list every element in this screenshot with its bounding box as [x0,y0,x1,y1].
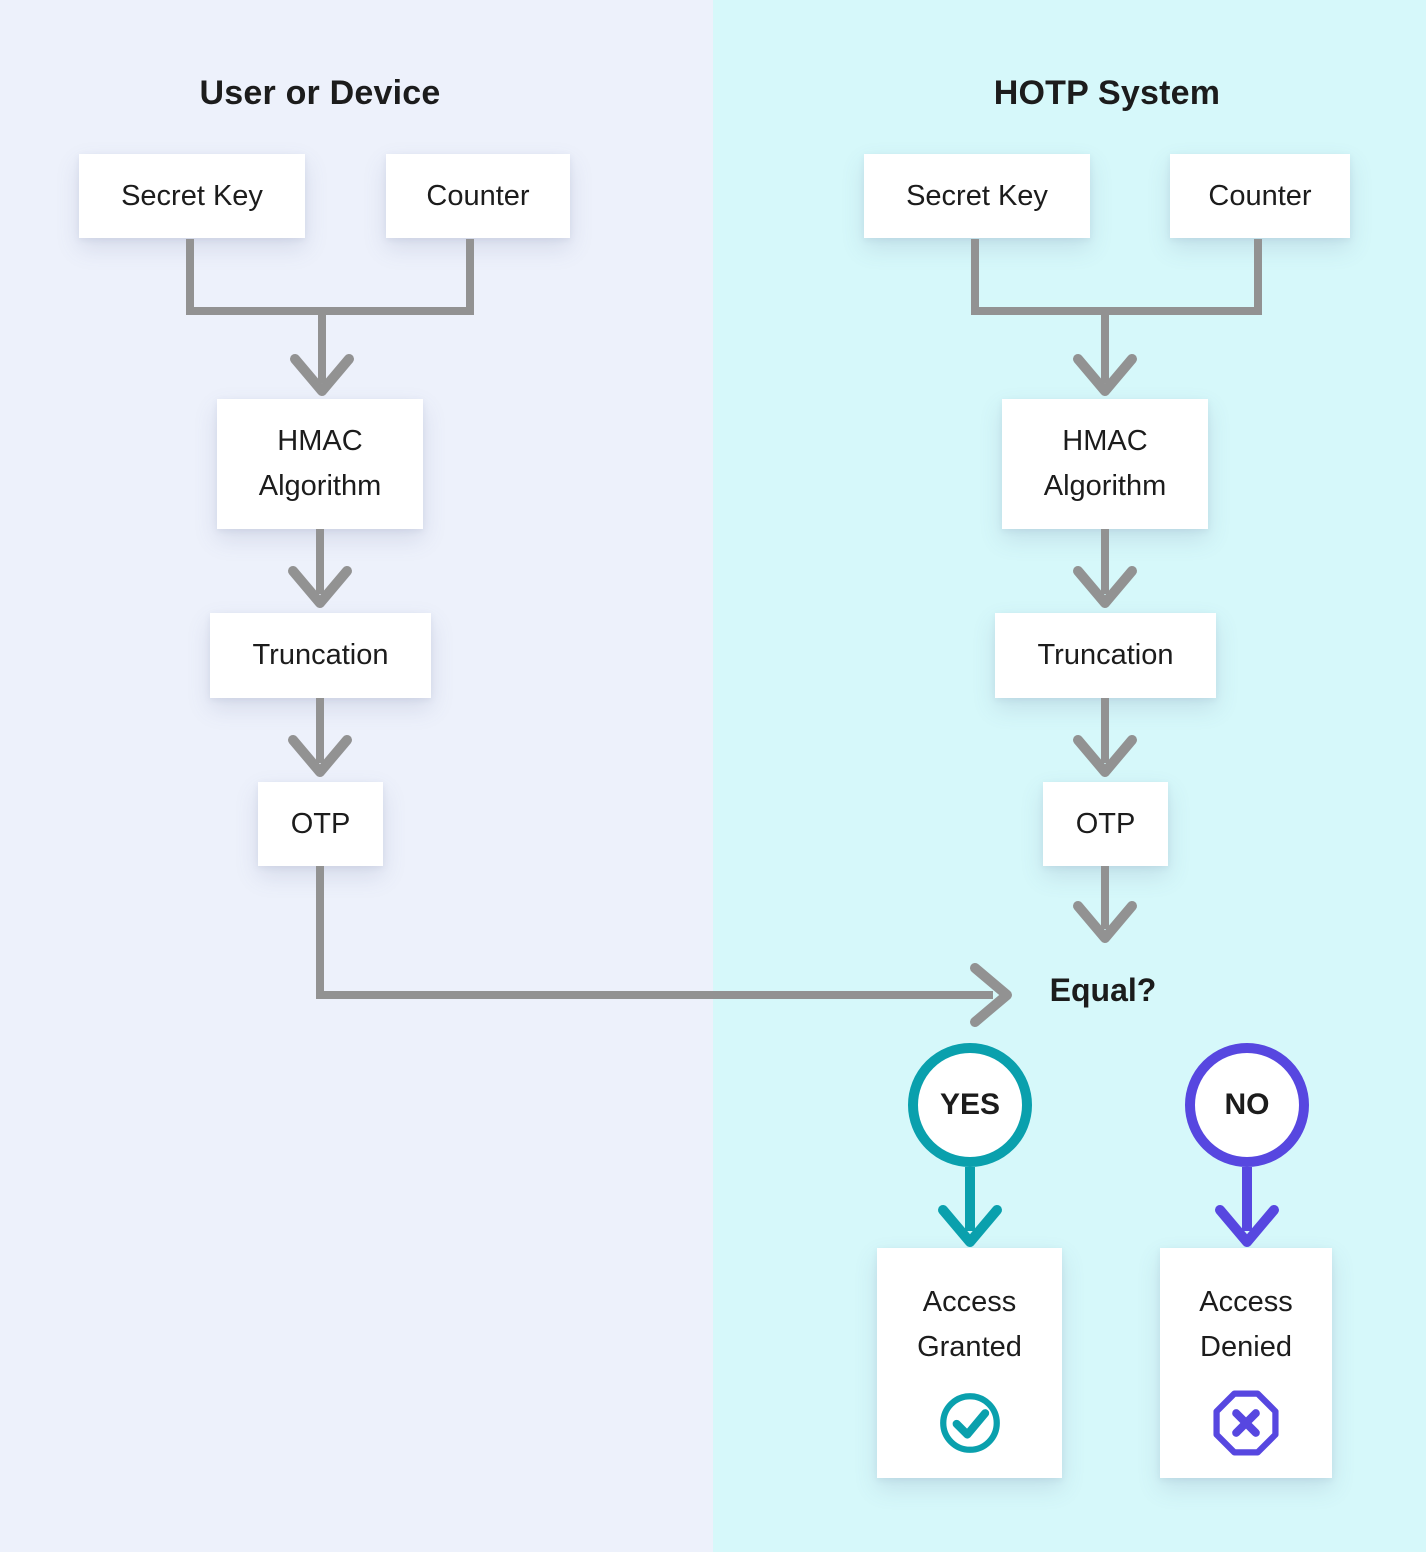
access-denied-box: Access Denied [1160,1248,1332,1478]
x-octagon-icon [1213,1390,1279,1470]
secret-key-box-left: Secret Key [79,154,305,238]
left-panel-title: User or Device [199,74,441,112]
hmac-box-left: HMAC Algorithm [217,399,423,529]
truncation-label-right: Truncation [1037,639,1174,672]
no-label: NO [1224,1088,1270,1121]
counter-label-left: Counter [426,179,530,212]
equal-question-label: Equal? [1049,972,1157,1008]
counter-box-left: Counter [386,154,570,238]
otp-label-right: OTP [1075,807,1136,840]
counter-label-right: Counter [1208,179,1312,212]
secret-key-label-left: Secret Key [121,179,263,212]
otp-label-left: OTP [290,807,351,840]
access-denied-label: Access Denied [1199,1286,1293,1363]
yes-label: YES [939,1088,1001,1121]
access-granted-box: Access Granted [877,1248,1062,1478]
truncation-label-left: Truncation [252,639,389,672]
secret-key-box-right: Secret Key [864,154,1090,238]
truncation-box-left: Truncation [210,613,431,698]
counter-box-right: Counter [1170,154,1350,238]
hmac-label-left: HMAC Algorithm [258,425,382,502]
hmac-label-right: HMAC Algorithm [1043,425,1167,502]
access-granted-label: Access Granted [917,1286,1022,1363]
truncation-box-right: Truncation [995,613,1216,698]
check-circle-icon [937,1390,1003,1470]
secret-key-label-right: Secret Key [906,179,1048,212]
hmac-box-right: HMAC Algorithm [1002,399,1208,529]
otp-box-right: OTP [1043,782,1168,866]
right-panel-title: HOTP System [993,74,1221,112]
otp-box-left: OTP [258,782,383,866]
